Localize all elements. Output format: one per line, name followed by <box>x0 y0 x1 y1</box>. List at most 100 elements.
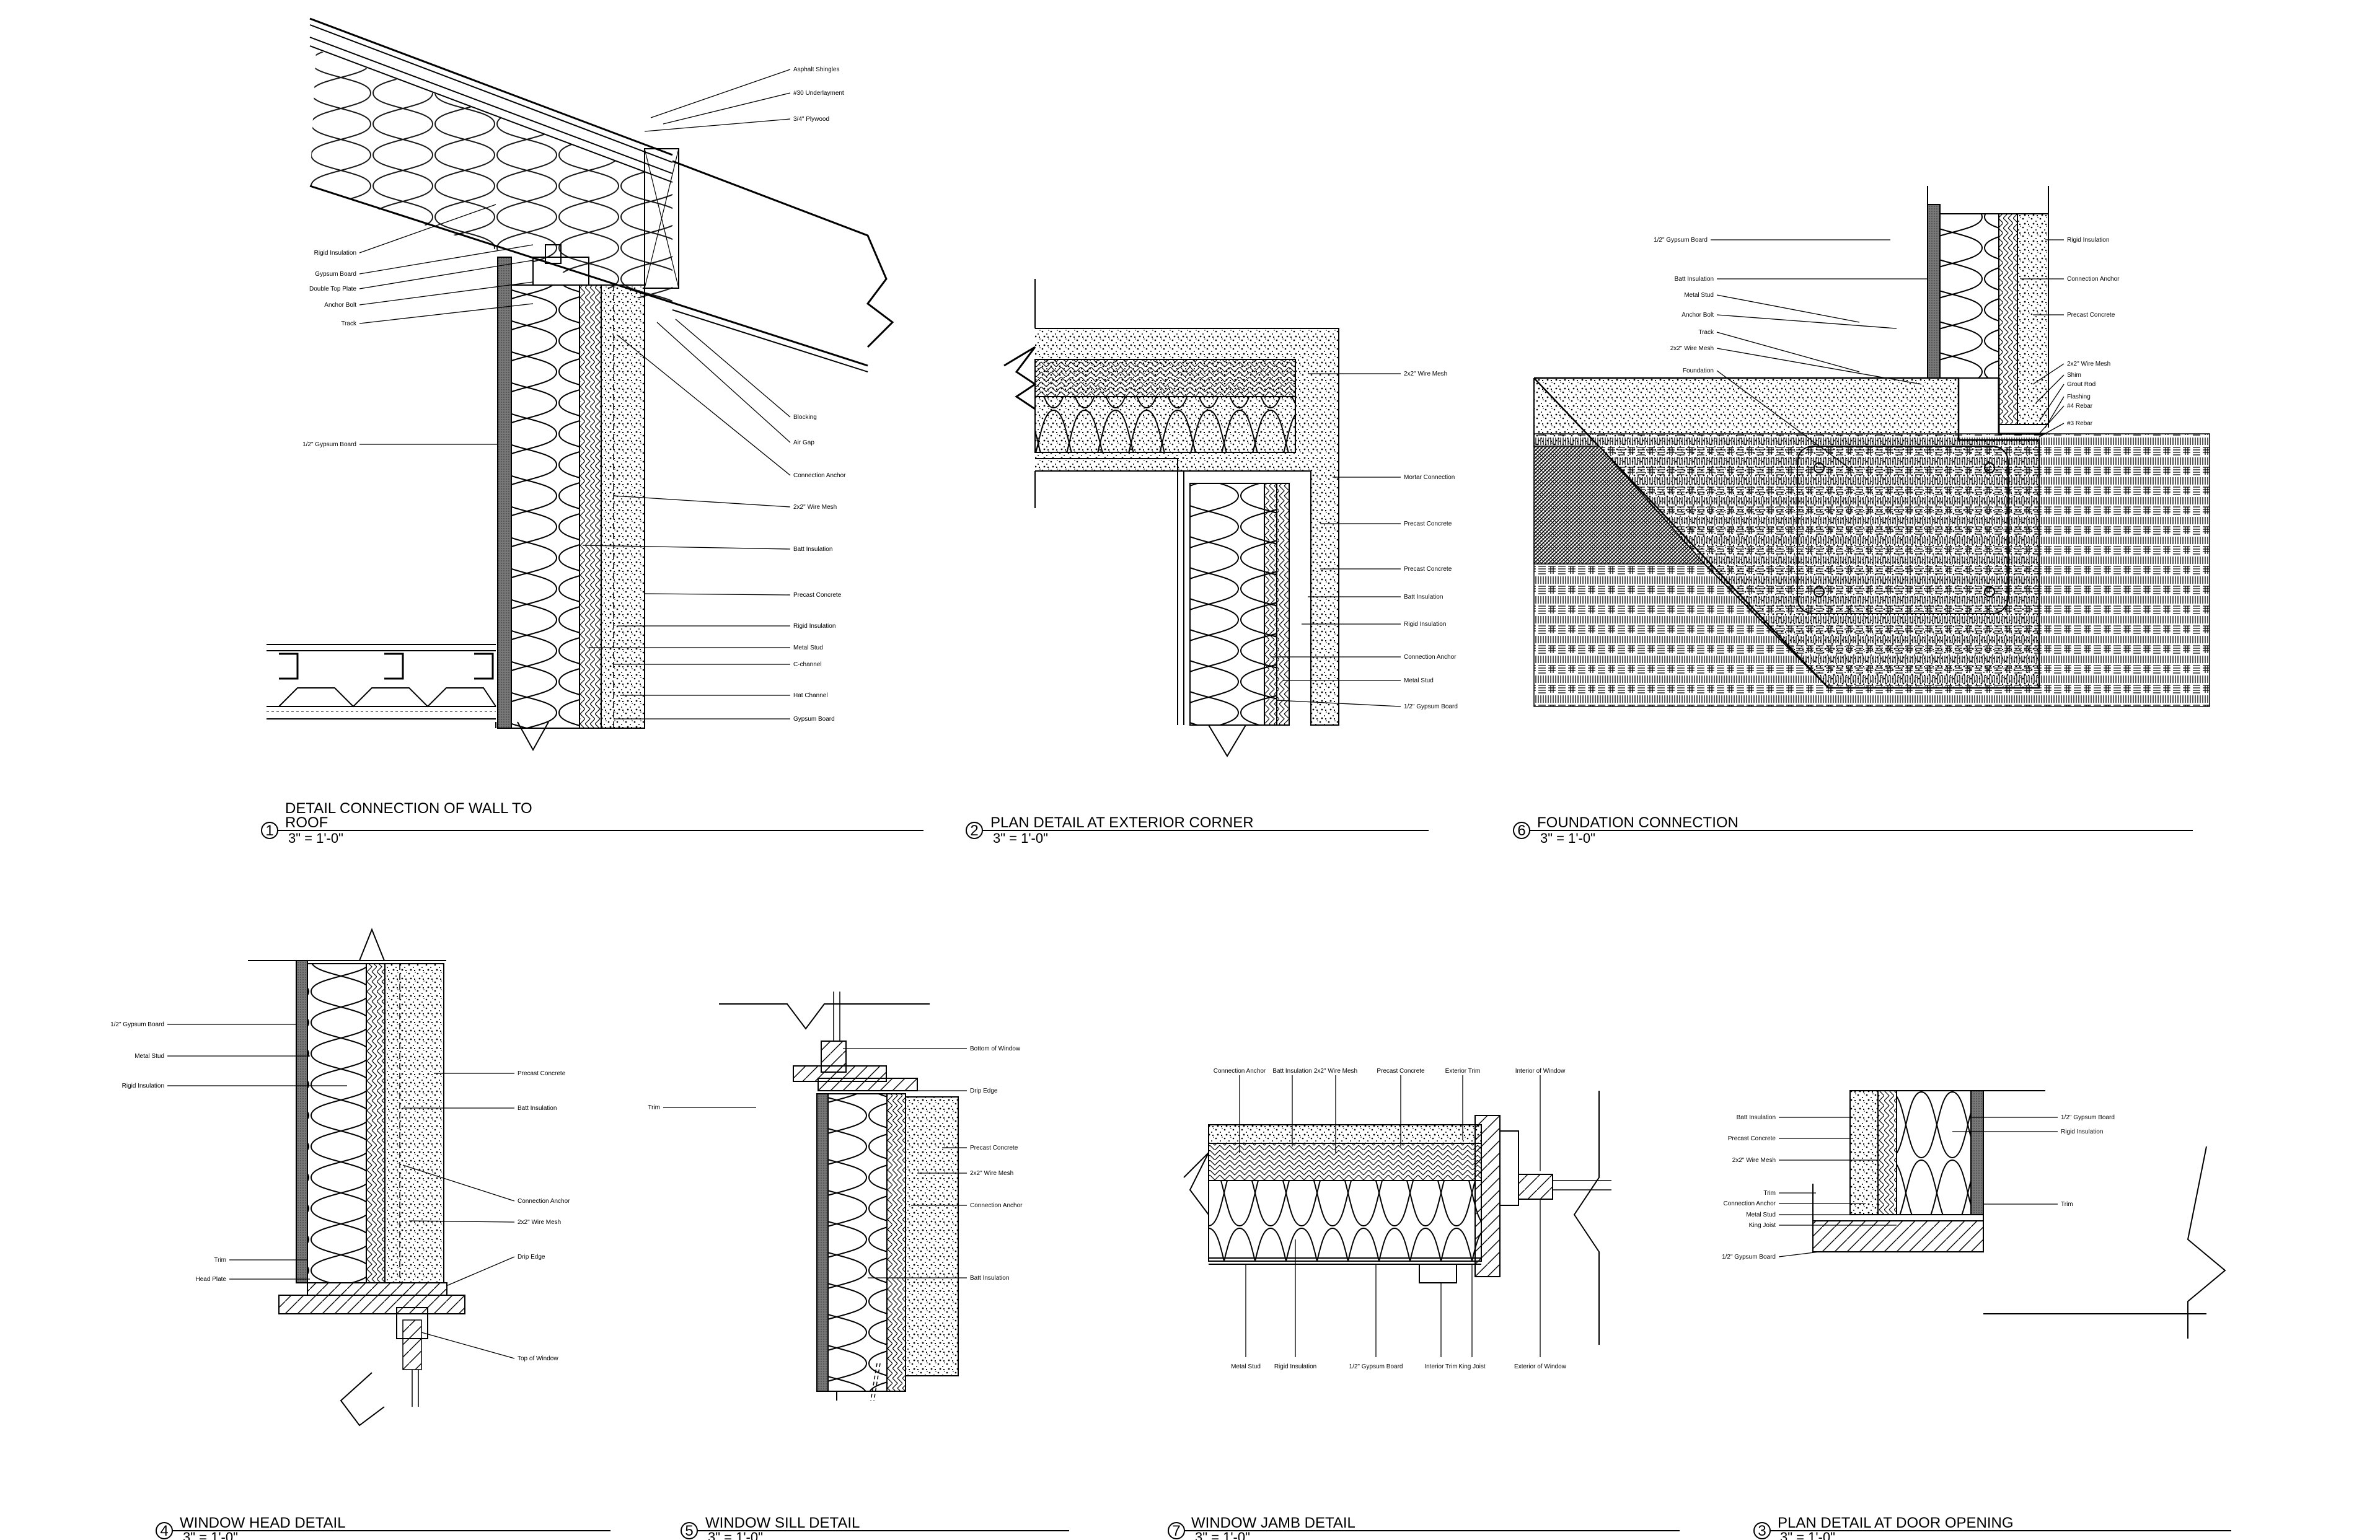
callout-label: Trim <box>214 1257 226 1264</box>
callout-label: Precast Concrete <box>1728 1135 1776 1142</box>
callout-label: Double Top Plate <box>309 286 356 293</box>
callout-label: Head Plate <box>196 1276 227 1283</box>
callout-label: #4 Rebar <box>2067 403 2093 410</box>
callout-label: 2x2" Wire Mesh <box>1404 371 1447 377</box>
callout-label: 2x2" Wire Mesh <box>793 504 837 511</box>
detail-scale: 3" = 1'-0" <box>1195 1529 1250 1540</box>
callout-label: Interior of Window <box>1515 1068 1566 1075</box>
callout-label: 2x2" Wire Mesh <box>1732 1157 1776 1164</box>
callout-label: Trim <box>2061 1201 2073 1208</box>
callout-label: 3/4" Plywood <box>793 116 829 123</box>
callout-label: Top of Window <box>518 1355 558 1362</box>
callout-label: Metal Stud <box>1746 1212 1776 1218</box>
detail-5-title-block: 5 WINDOW SILL DETAIL 3" = 1'-0" <box>681 1515 1069 1540</box>
callout-label: Rigid Insulation <box>2067 237 2109 244</box>
callout-label: 1/2" Gypsum Board <box>110 1021 164 1028</box>
detail-title: WINDOW HEAD DETAIL <box>180 1515 346 1531</box>
detail-title: WINDOW JAMB DETAIL <box>1191 1515 1355 1531</box>
detail-title-line-2: ROOF <box>285 814 328 831</box>
callout-label: Track <box>1698 329 1714 336</box>
callout-label: Rigid Insulation <box>1404 621 1446 628</box>
callout-label: Precast Concrete <box>1404 521 1452 527</box>
callout-label: Blocking <box>793 414 817 421</box>
callout-label: Batt Insulation <box>1404 594 1443 601</box>
callout-label: Trim <box>648 1104 660 1111</box>
detail-number: 4 <box>160 1523 168 1539</box>
callout-label: Precast Concrete <box>2067 312 2115 319</box>
callout-label: Connection Anchor <box>518 1198 570 1205</box>
callout-label: Asphalt Shingles <box>793 66 840 73</box>
callout-label: 2x2" Wire Mesh <box>518 1219 561 1226</box>
detail-title-line-1: DETAIL CONNECTION OF WALL TO <box>285 800 532 817</box>
detail-number: 1 <box>265 822 273 839</box>
detail-4-title-block: 4 WINDOW HEAD DETAIL 3" = 1'-0" <box>156 1515 610 1540</box>
callout-label: Precast Concrete <box>518 1070 566 1077</box>
callout-label: Flashing <box>2067 394 2091 400</box>
callout-label: Rigid Insulation <box>122 1083 164 1089</box>
detail-scale: 3" = 1'-0" <box>993 830 1048 846</box>
callout-label: 2x2" Wire Mesh <box>1314 1068 1357 1075</box>
detail-1-leaders <box>359 69 791 719</box>
callout-label: Precast Concrete <box>1377 1068 1425 1075</box>
detail-title: PLAN DETAIL AT EXTERIOR CORNER <box>990 814 1254 831</box>
callout-label: 2x2" Wire Mesh <box>970 1170 1013 1177</box>
detail-1-title-block: 1 DETAIL CONNECTION OF WALL TO ROOF 3" =… <box>261 800 923 846</box>
callout-label: Connection Anchor <box>1723 1200 1776 1207</box>
callout-label: Drip Edge <box>518 1254 545 1261</box>
callout-label: Metal Stud <box>793 645 823 651</box>
detail-7-title-block: 7 WINDOW JAMB DETAIL 3" = 1'-0" <box>1168 1515 1680 1540</box>
callout-label: 1/2" Gypsum Board <box>1404 703 1458 710</box>
callout-label: Metal Stud <box>1231 1363 1261 1370</box>
detail-scale: 3" = 1'-0" <box>1780 1529 1835 1540</box>
callout-label: Connection Anchor <box>2067 276 2120 283</box>
callout-label: Connection Anchor <box>1214 1068 1266 1075</box>
callout-label: Interior Trim <box>1424 1363 1457 1370</box>
detail-2-title-block: 2 PLAN DETAIL AT EXTERIOR CORNER 3" = 1'… <box>966 814 1429 846</box>
callout-label: Bottom of Window <box>970 1045 1021 1052</box>
callout-label: Precast Concrete <box>970 1145 1018 1151</box>
callout-label: Rigid Insulation <box>314 250 356 257</box>
callout-label: 2x2" Wire Mesh <box>1670 345 1714 352</box>
callout-label: Metal Stud <box>1684 292 1714 299</box>
callout-label: Batt Insulation <box>970 1275 1009 1282</box>
detail-scale: 3" = 1'-0" <box>708 1529 763 1540</box>
floor-deck <box>267 644 496 719</box>
callout-label: Precast Concrete <box>1404 566 1452 573</box>
detail-title: WINDOW SILL DETAIL <box>705 1515 860 1531</box>
callout-label: Grout Rod <box>2067 381 2096 388</box>
detail-title: FOUNDATION CONNECTION <box>1537 814 1739 831</box>
callout-label: 1/2" Gypsum Board <box>1349 1363 1403 1370</box>
callout-label: Exterior of Window <box>1514 1363 1567 1370</box>
callout-label: Rigid Insulation <box>793 623 835 630</box>
callout-label: Hat Channel <box>793 692 828 699</box>
callout-label: Drip Edge <box>970 1088 998 1094</box>
wall-section <box>495 244 645 752</box>
detail-6-title-block: 6 FOUNDATION CONNECTION 3" = 1'-0" <box>1513 814 2193 846</box>
callout-label: Batt Insulation <box>1737 1114 1776 1121</box>
callout-label: King Joist <box>1749 1222 1776 1229</box>
callout-label: Track <box>341 320 357 327</box>
callout-label: Gypsum Board <box>315 271 356 278</box>
callout-label: Batt Insulation <box>1675 276 1714 283</box>
detail-number: 2 <box>970 822 978 839</box>
callout-label: 1/2" Gypsum Board <box>1722 1254 1776 1261</box>
callout-label: Mortar Connection <box>1404 474 1455 481</box>
callout-label: 2x2" Wire Mesh <box>2067 361 2110 367</box>
callout-label: 1/2" Gypsum Board <box>1654 237 1708 244</box>
detail-scale: 3" = 1'-0" <box>288 830 343 846</box>
callout-label: Batt Insulation <box>518 1105 557 1112</box>
callout-label: Rigid Insulation <box>1274 1363 1316 1370</box>
detail-number: 5 <box>685 1523 693 1539</box>
